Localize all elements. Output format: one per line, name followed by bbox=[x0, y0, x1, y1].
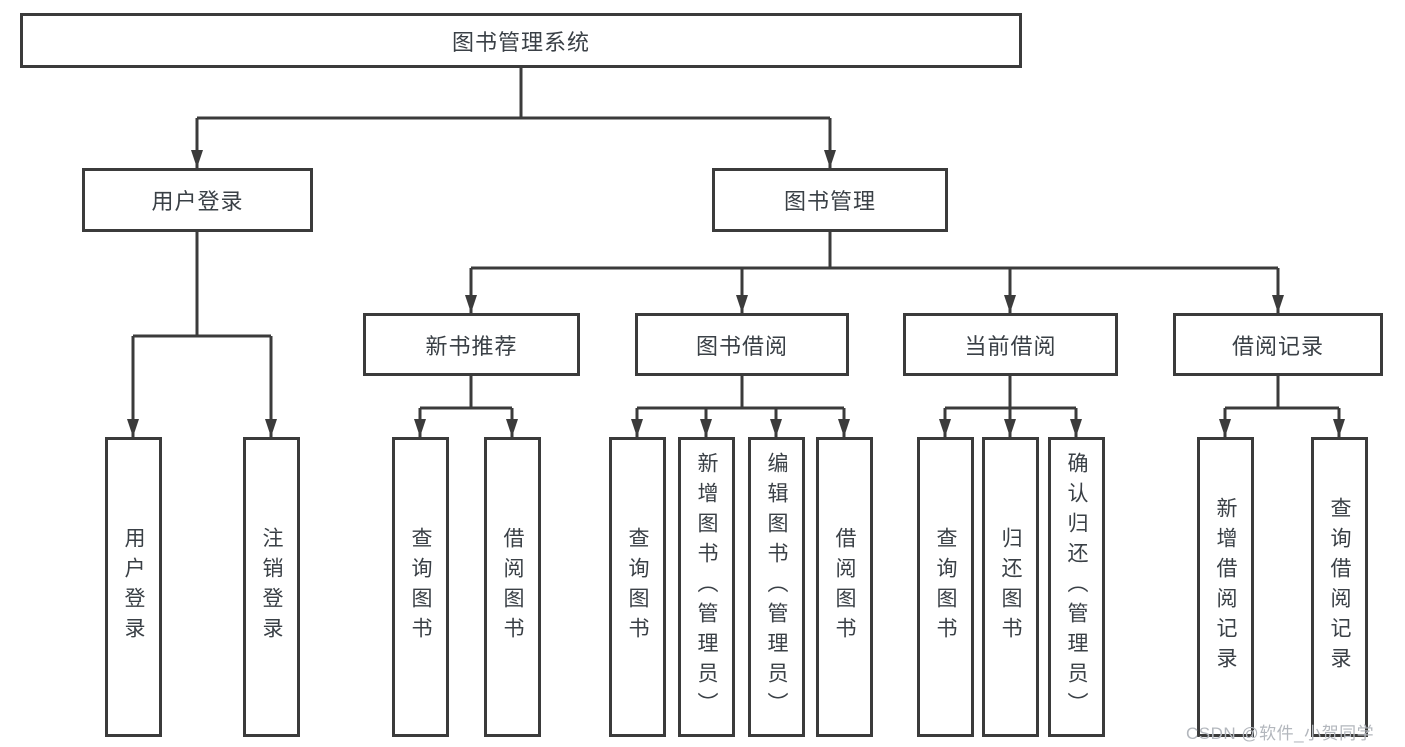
leaf-query-books-borrowing: 查询图书 bbox=[609, 437, 666, 737]
node-label: 图书管理 bbox=[783, 189, 876, 214]
watermark: CSDN @软件_小贺同学 bbox=[1186, 724, 1375, 743]
node-label: 查询图书 bbox=[409, 527, 432, 647]
leaf-borrow-books-borrowing: 借阅图书 bbox=[816, 437, 873, 737]
leaf-user-login: 用户登录 bbox=[105, 437, 162, 737]
node-label: 当前借阅 bbox=[964, 333, 1057, 359]
node-label: 新增借阅记录 bbox=[1214, 497, 1237, 677]
node-label: 注销登录 bbox=[260, 527, 283, 647]
node-new-book-recommendation: 新书推荐 bbox=[363, 313, 580, 376]
node-label: 查询借阅记录 bbox=[1328, 497, 1351, 677]
node-label: 新书推荐 bbox=[425, 333, 518, 359]
node-label: 编辑图书（管理员） bbox=[765, 452, 788, 722]
leaf-add-book-admin: 新增图书（管理员） bbox=[678, 437, 735, 737]
node-label: 用户登录 bbox=[151, 189, 244, 214]
node-label: 归还图书 bbox=[999, 527, 1022, 647]
node-label: 查询图书 bbox=[626, 527, 649, 647]
leaf-edit-book-admin: 编辑图书（管理员） bbox=[748, 437, 805, 737]
node-current-borrowing: 当前借阅 bbox=[903, 313, 1118, 376]
node-label: 图书管理系统 bbox=[451, 29, 590, 55]
leaf-return-book: 归还图书 bbox=[982, 437, 1039, 737]
leaf-query-borrow-record: 查询借阅记录 bbox=[1311, 437, 1368, 737]
node-label: 新增图书（管理员） bbox=[695, 452, 718, 722]
leaf-query-books-current: 查询图书 bbox=[917, 437, 974, 737]
leaf-query-books-recommend: 查询图书 bbox=[392, 437, 449, 737]
node-label: 借阅图书 bbox=[833, 527, 856, 647]
node-borrowing-records: 借阅记录 bbox=[1173, 313, 1383, 376]
leaf-logout: 注销登录 bbox=[243, 437, 300, 737]
node-label: 图书借阅 bbox=[695, 333, 788, 359]
node-library-management-system: 图书管理系统 bbox=[20, 13, 1022, 68]
node-book-borrowing: 图书借阅 bbox=[635, 313, 849, 376]
leaf-borrow-books-recommend: 借阅图书 bbox=[484, 437, 541, 737]
node-label: 确认归还（管理员） bbox=[1065, 452, 1088, 722]
node-label: 用户登录 bbox=[122, 527, 145, 647]
node-label: 借阅图书 bbox=[501, 527, 524, 647]
node-book-management: 图书管理 bbox=[712, 168, 948, 232]
node-label: 借阅记录 bbox=[1231, 333, 1324, 359]
leaf-add-borrow-record: 新增借阅记录 bbox=[1197, 437, 1254, 737]
leaf-confirm-return-admin: 确认归还（管理员） bbox=[1048, 437, 1105, 737]
node-label: 查询图书 bbox=[934, 527, 957, 647]
node-user-login: 用户登录 bbox=[82, 168, 313, 232]
